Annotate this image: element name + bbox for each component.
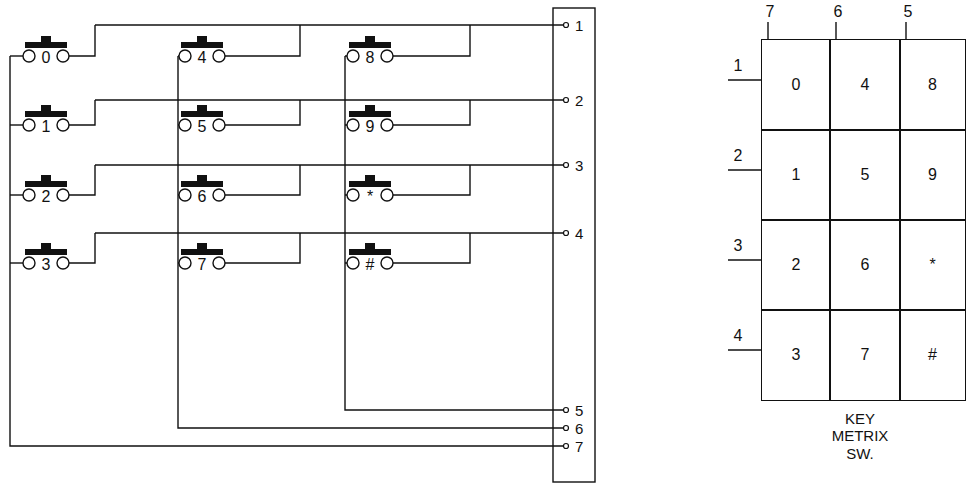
- key-cell: 9: [899, 129, 966, 221]
- pin-terminal: [564, 426, 569, 431]
- switch-label: 1: [42, 119, 51, 135]
- column-pin-label: 5: [904, 4, 913, 20]
- caption: KEY METRIX SW.: [832, 410, 889, 462]
- switch-label: 5: [198, 119, 207, 135]
- key-cell: #: [899, 309, 966, 401]
- key-cell: 1: [761, 129, 831, 221]
- column-wire: [10, 262, 23, 263]
- key-cell: 4: [829, 39, 901, 131]
- switch-label: 9: [366, 119, 375, 135]
- pin-number: 6: [575, 421, 583, 436]
- row-pin-label: 2: [734, 148, 743, 164]
- pin-number: 2: [575, 93, 583, 108]
- row-pin-label: 1: [734, 58, 743, 74]
- row-wire: [69, 165, 95, 195]
- key-cell: 0: [761, 39, 831, 131]
- column-bus: [10, 56, 563, 446]
- row-bus: [95, 164, 563, 165]
- switch-label: 8: [366, 50, 375, 66]
- key-label: #: [928, 346, 937, 364]
- row-bus: [95, 232, 563, 233]
- pin-number: 1: [575, 18, 583, 33]
- column-wire: [10, 55, 23, 56]
- key-cell: 6: [829, 219, 901, 311]
- row-wire: [69, 100, 95, 125]
- switch-label: 7: [198, 257, 207, 273]
- key-cell: 8: [899, 39, 966, 131]
- row-wire: [393, 165, 470, 195]
- switch-label: 6: [198, 189, 207, 205]
- pin-terminal: [564, 444, 569, 449]
- column-bus: [345, 56, 563, 410]
- column-wire: [10, 194, 23, 195]
- column-pin-label: 6: [834, 4, 843, 20]
- switch-label: 4: [198, 50, 207, 66]
- switch-label: *: [367, 189, 373, 205]
- key-label: 2: [792, 256, 801, 274]
- pin-terminal: [564, 23, 569, 28]
- row-wire: [69, 25, 95, 56]
- key-cell: 7: [829, 309, 901, 401]
- switch-label: #: [366, 257, 375, 273]
- row-wire: [69, 233, 95, 263]
- switch-label: 2: [42, 189, 51, 205]
- row-wire: [225, 100, 300, 125]
- pin-number: 3: [575, 158, 583, 173]
- key-label: 1: [792, 166, 801, 184]
- row-wire: [225, 165, 300, 195]
- leader-lines: [728, 22, 906, 350]
- row-wire: [225, 233, 300, 263]
- row-wire: [225, 25, 300, 56]
- key-label: 7: [861, 346, 870, 364]
- connector-strip: [553, 8, 595, 482]
- pin-number: 7: [575, 439, 583, 454]
- key-cell: 3: [761, 309, 831, 401]
- wiring: [10, 25, 563, 446]
- row-wire: [393, 100, 470, 125]
- row-bus: [95, 99, 563, 100]
- column-pin-label: 7: [766, 4, 775, 20]
- key-label: *: [929, 256, 935, 274]
- pin-terminal: [564, 163, 569, 168]
- key-label: 8: [928, 76, 937, 94]
- pin-terminal: [564, 98, 569, 103]
- row-wire: [393, 25, 470, 56]
- switch-label: 3: [42, 257, 51, 273]
- key-label: 6: [861, 256, 870, 274]
- key-label: 5: [861, 166, 870, 184]
- key-label: 0: [792, 76, 801, 94]
- column-bus: [178, 56, 563, 428]
- pin-number: 5: [575, 403, 583, 418]
- key-label: 3: [792, 346, 801, 364]
- key-cell: *: [899, 219, 966, 311]
- row-wire: [393, 233, 470, 263]
- switch-label: 0: [42, 50, 51, 66]
- pin-number: 4: [575, 226, 583, 241]
- key-label: 9: [928, 166, 937, 184]
- column-wire: [10, 124, 23, 125]
- row-pin-label: 4: [734, 328, 743, 344]
- key-cell: 5: [829, 129, 901, 221]
- row-bus: [95, 24, 563, 25]
- pin-terminal: [564, 231, 569, 236]
- row-pin-label: 3: [734, 238, 743, 254]
- pin-terminal: [564, 408, 569, 413]
- key-label: 4: [861, 76, 870, 94]
- key-cell: 2: [761, 219, 831, 311]
